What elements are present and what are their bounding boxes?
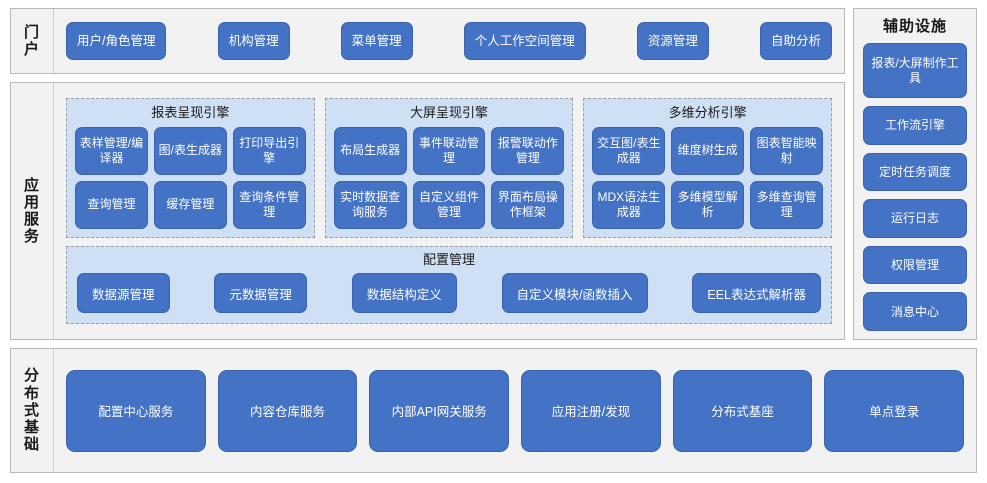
tile-bigscreen-custom-component-management[interactable]: 自定义组件管理 xyxy=(412,180,486,229)
panel-configuration-management-title: 配置管理 xyxy=(422,251,475,267)
tile-olap-dimension-tree-generation[interactable]: 维度树生成 xyxy=(671,126,745,175)
tile-report-template-compiler[interactable]: 表样管理/编译器 xyxy=(75,126,148,175)
aux-item-message-center[interactable]: 消息中心 xyxy=(863,292,967,332)
portal-item-workspace[interactable]: 个人工作空间管理 xyxy=(463,22,586,60)
application-services-section-label: 应 用 服 务 xyxy=(11,83,54,339)
tile-report-query-condition-management[interactable]: 查询条件管理 xyxy=(232,180,306,229)
panel-report-engine: 报表呈现引擎 表样管理/编译器 图/表生成器 打印导出引擎 查询管理 缓存管理 … xyxy=(66,97,315,238)
infra-item-single-sign-on[interactable]: 单点登录 xyxy=(824,369,965,452)
auxiliary-section: 辅助设施 报表/大屏制作工具 工作流引擎 定时任务调度 运行日志 权限管理 消息… xyxy=(853,8,977,340)
application-services-body: 报表呈现引擎 表样管理/编译器 图/表生成器 打印导出引擎 查询管理 缓存管理 … xyxy=(54,83,844,339)
infra-item-config-center-service[interactable]: 配置中心服务 xyxy=(66,369,206,452)
infra-label-char-3: 基 xyxy=(23,419,40,437)
tile-bigscreen-alarm-action-management[interactable]: 报警联动作管理 xyxy=(491,126,565,175)
tile-bigscreen-layout-generator[interactable]: 布局生成器 xyxy=(333,126,407,175)
tile-report-cache-management[interactable]: 缓存管理 xyxy=(153,180,227,229)
infra-label-char-2: 式 xyxy=(23,401,40,419)
tile-bigscreen-realtime-query-service[interactable]: 实时数据查询服务 xyxy=(333,180,407,229)
infrastructure-section-label: 分 布 式 基 础 xyxy=(11,349,54,472)
tile-eel-expression-parser[interactable]: EEL表达式解析器 xyxy=(692,273,821,314)
tile-datasource-management[interactable]: 数据源管理 xyxy=(77,273,170,314)
infra-item-internal-api-gateway-service[interactable]: 内部API网关服务 xyxy=(369,369,510,452)
app-label-char-0: 应 xyxy=(23,176,40,194)
portal-items: 用户/角色管理 机构管理 菜单管理 个人工作空间管理 资源管理 自助分析 xyxy=(54,9,844,73)
infra-label-char-0: 分 xyxy=(23,367,40,385)
left-column: 门 户 用户/角色管理 机构管理 菜单管理 个人工作空间管理 资源管理 自助分析… xyxy=(10,8,845,340)
portal-section: 门 户 用户/角色管理 机构管理 菜单管理 个人工作空间管理 资源管理 自助分析 xyxy=(10,8,845,74)
aux-item-permission-management[interactable]: 权限管理 xyxy=(863,245,967,285)
portal-item-self-service[interactable]: 自助分析 xyxy=(759,22,832,60)
tile-bigscreen-event-linkage-management[interactable]: 事件联动管理 xyxy=(412,126,486,175)
panel-bigscreen-engine-grid: 布局生成器 事件联动管理 报警联动作管理 实时数据查询服务 自定义组件管理 界面… xyxy=(333,126,565,229)
tile-olap-interactive-chart-generator[interactable]: 交互图/表生成器 xyxy=(592,126,666,175)
panel-report-engine-title: 报表呈现引擎 xyxy=(151,104,230,120)
aux-item-runtime-log[interactable]: 运行日志 xyxy=(863,199,967,238)
tile-data-structure-definition[interactable]: 数据结构定义 xyxy=(351,273,457,314)
portal-item-org[interactable]: 机构管理 xyxy=(217,22,290,60)
portal-item-resource[interactable]: 资源管理 xyxy=(636,22,709,60)
infra-item-app-registry-discovery[interactable]: 应用注册/发现 xyxy=(521,369,661,452)
tile-bigscreen-ui-layout-framework[interactable]: 界面布局操作框架 xyxy=(491,180,565,229)
panel-olap-engine-grid: 交互图/表生成器 维度树生成 图表智能映射 MDX语法生成器 多维模型解析 多维… xyxy=(592,126,824,229)
infra-label-char-4: 础 xyxy=(23,436,40,454)
top-row: 门 户 用户/角色管理 机构管理 菜单管理 个人工作空间管理 资源管理 自助分析… xyxy=(10,8,977,340)
tile-olap-model-parsing[interactable]: 多维模型解析 xyxy=(671,180,745,229)
infrastructure-section: 分 布 式 基 础 配置中心服务 内容仓库服务 内部API网关服务 应用注册/发… xyxy=(10,348,977,473)
portal-item-user-role[interactable]: 用户/角色管理 xyxy=(66,22,167,60)
configuration-management-items: 数据源管理 元数据管理 数据结构定义 自定义模块/函数插入 EEL表达式解析器 xyxy=(77,273,821,314)
panel-bigscreen-engine-title: 大屏呈现引擎 xyxy=(410,104,489,120)
tile-olap-chart-smart-mapping[interactable]: 图表智能映射 xyxy=(750,126,824,175)
app-label-char-1: 用 xyxy=(23,193,40,211)
panel-configuration-management: 配置管理 数据源管理 元数据管理 数据结构定义 自定义模块/函数插入 EEL表达… xyxy=(66,245,832,325)
infra-item-content-repository-service[interactable]: 内容仓库服务 xyxy=(217,369,358,452)
portal-item-menu[interactable]: 菜单管理 xyxy=(340,22,413,60)
infra-label-char-1: 布 xyxy=(23,384,40,402)
panel-olap-engine-title: 多维分析引擎 xyxy=(668,104,747,120)
app-label-char-3: 务 xyxy=(23,228,40,246)
infrastructure-items: 配置中心服务 内容仓库服务 内部API网关服务 应用注册/发现 分布式基座 单点… xyxy=(54,349,976,472)
portal-label-char-0: 门 xyxy=(23,23,40,41)
portal-section-label: 门 户 xyxy=(11,9,54,73)
portal-label-char-1: 户 xyxy=(23,41,40,58)
panel-report-engine-grid: 表样管理/编译器 图/表生成器 打印导出引擎 查询管理 缓存管理 查询条件管理 xyxy=(75,126,306,229)
aux-item-workflow-engine[interactable]: 工作流引擎 xyxy=(863,106,967,145)
engines-row: 报表呈现引擎 表样管理/编译器 图/表生成器 打印导出引擎 查询管理 缓存管理 … xyxy=(66,97,833,238)
aux-item-report-bigscreen-tool[interactable]: 报表/大屏制作工具 xyxy=(863,43,967,99)
infra-item-distributed-base[interactable]: 分布式基座 xyxy=(672,369,813,452)
app-label-char-2: 服 xyxy=(23,211,40,228)
tile-metadata-management[interactable]: 元数据管理 xyxy=(214,273,307,314)
tile-custom-module-function-insert[interactable]: 自定义模块/函数插入 xyxy=(501,273,648,314)
aux-item-scheduled-task[interactable]: 定时任务调度 xyxy=(863,152,967,192)
auxiliary-section-title: 辅助设施 xyxy=(882,18,947,35)
application-services-section: 应 用 服 务 报表呈现引擎 表样管理/编译器 图/表生成器 打印导出引 xyxy=(10,82,845,340)
tile-report-query-management[interactable]: 查询管理 xyxy=(75,180,148,229)
panel-olap-engine: 多维分析引擎 交互图/表生成器 维度树生成 图表智能映射 MDX语法生成器 多维… xyxy=(583,97,833,238)
panel-bigscreen-engine: 大屏呈现引擎 布局生成器 事件联动管理 报警联动作管理 实时数据查询服务 自定义… xyxy=(324,97,574,238)
auxiliary-items: 报表/大屏制作工具 工作流引擎 定时任务调度 运行日志 权限管理 消息中心 xyxy=(863,43,967,332)
tile-olap-query-management[interactable]: 多维查询管理 xyxy=(750,180,824,229)
tile-olap-mdx-syntax-generator[interactable]: MDX语法生成器 xyxy=(592,180,666,229)
tile-report-chart-generator[interactable]: 图/表生成器 xyxy=(153,126,227,175)
tile-report-print-export-engine[interactable]: 打印导出引擎 xyxy=(232,126,306,175)
